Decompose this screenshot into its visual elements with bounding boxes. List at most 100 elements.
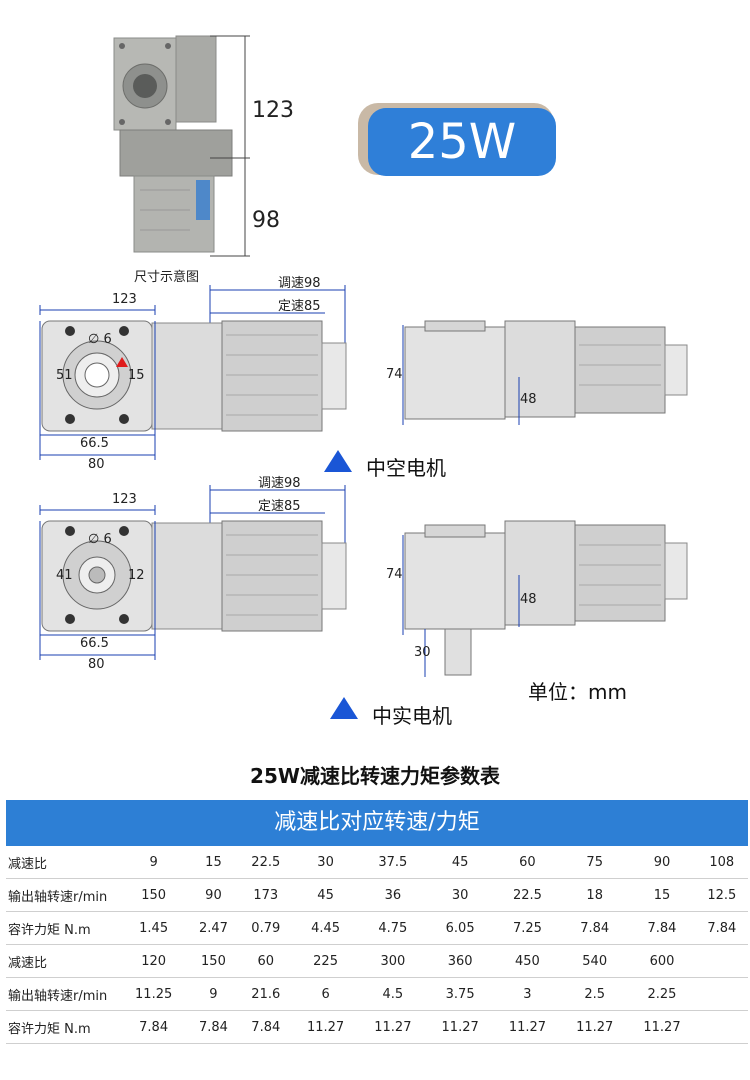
solid-marker-icon: [330, 697, 358, 719]
cell: 9: [187, 977, 240, 1011]
solid-adj98: 调速98: [258, 476, 301, 491]
row-label: 输出轴转速r/min: [6, 977, 120, 1011]
cell: 7.84: [695, 911, 748, 945]
table-row: 容许力矩 N.m 1.45 2.47 0.79 4.45 4.75 6.05 7…: [6, 911, 748, 945]
cell: 7.84: [187, 1010, 240, 1044]
cell: 60: [493, 846, 562, 879]
cell: 150: [187, 944, 240, 978]
cell: 75: [561, 846, 629, 879]
cell: 0.79: [239, 911, 292, 945]
cell: 90: [187, 878, 240, 912]
power-badge: 25W: [368, 108, 556, 176]
table-row: 输出轴转速r/min 150 90 173 45 36 30 22.5 18 1…: [6, 878, 748, 912]
cell: 120: [120, 944, 188, 978]
row-label: 容许力矩 N.m: [6, 911, 120, 945]
hollow-dim-80: 80: [88, 457, 105, 472]
solid-dim-left: 41: [56, 568, 73, 583]
cell: 21.6: [239, 977, 292, 1011]
cell: 60: [239, 944, 292, 978]
table-row: 容许力矩 N.m 7.84 7.84 7.84 11.27 11.27 11.2…: [6, 1010, 748, 1044]
cell: 540: [561, 944, 629, 978]
solid-phi6: ∅ 6: [88, 532, 112, 547]
cell: [695, 1010, 748, 1044]
cell: 7.84: [561, 911, 629, 945]
table-header: 减速比对应转速/力矩: [6, 800, 748, 846]
cell: 4.45: [291, 911, 360, 945]
cell: 300: [359, 944, 427, 978]
cell: 600: [628, 944, 696, 978]
solid-dim-665: 66.5: [80, 636, 109, 651]
cell: 36: [359, 878, 427, 912]
cell: 7.84: [120, 1010, 188, 1044]
solid-front-drawing: [39, 485, 347, 660]
cell: 45: [426, 846, 494, 879]
solid-dim-123: 123: [112, 492, 137, 507]
cell: 4.75: [359, 911, 427, 945]
cell: 2.47: [187, 911, 240, 945]
table-row: 减速比 120 150 60 225 300 360 450 540 600: [6, 944, 748, 978]
photo-caption: 尺寸示意图: [134, 270, 200, 285]
unit-label: 单位：mm: [528, 680, 627, 704]
hollow-dim-right: 15: [128, 368, 145, 383]
photo-dim-98: 98: [252, 208, 280, 233]
cell: 15: [187, 846, 240, 879]
hollow-side-48: 48: [520, 392, 537, 407]
hollow-adj98: 调速98: [278, 276, 321, 291]
cell: 30: [291, 846, 360, 879]
cell: 45: [291, 878, 360, 912]
solid-side-30: 30: [414, 645, 431, 660]
cell: 22.5: [493, 878, 562, 912]
cell: [695, 977, 748, 1011]
params-table: 减速比 9 15 22.5 30 37.5 45 60 75 90 108 输出…: [6, 846, 748, 1044]
hollow-dim-left: 51: [56, 368, 73, 383]
hollow-side-drawing: [402, 320, 688, 425]
photo-dim-123: 123: [252, 98, 294, 123]
cell: 9: [120, 846, 188, 879]
solid-side-48: 48: [520, 592, 537, 607]
cell: 90: [628, 846, 696, 879]
cell: 7.84: [239, 1010, 292, 1044]
hollow-side-74: 74: [386, 367, 403, 382]
cell: 18: [561, 878, 629, 912]
hollow-fix85: 定速85: [278, 299, 321, 314]
cell: 3: [493, 977, 562, 1011]
motor-photo: [113, 35, 250, 257]
cell: 108: [695, 846, 748, 879]
cell: 12.5: [695, 878, 748, 912]
hollow-dim-123: 123: [112, 292, 137, 307]
cell: 22.5: [239, 846, 292, 879]
row-label: 减速比: [6, 944, 120, 978]
hollow-front-drawing: [39, 285, 347, 460]
hollow-marker-icon: [324, 450, 352, 472]
cell: [695, 944, 748, 978]
cell: 360: [426, 944, 494, 978]
cell: 30: [426, 878, 494, 912]
table-title: 25W减速比转速力矩参数表: [250, 764, 500, 788]
table-row: 输出轴转速r/min 11.25 9 21.6 6 4.5 3.75 3 2.5…: [6, 977, 748, 1011]
hollow-label: 中空电机: [366, 456, 446, 480]
cell: 11.27: [426, 1010, 494, 1044]
hollow-phi6: ∅ 6: [88, 332, 112, 347]
cell: 450: [493, 944, 562, 978]
cell: 150: [120, 878, 188, 912]
cell: 15: [628, 878, 696, 912]
cell: 11.25: [120, 977, 188, 1011]
cell: 225: [291, 944, 360, 978]
cell: 2.5: [561, 977, 629, 1011]
cell: 1.45: [120, 911, 188, 945]
solid-dim-right: 12: [128, 568, 145, 583]
cell: 6: [291, 977, 360, 1011]
row-label: 容许力矩 N.m: [6, 1010, 120, 1044]
cell: 11.27: [561, 1010, 629, 1044]
cell: 11.27: [493, 1010, 562, 1044]
row-label: 输出轴转速r/min: [6, 878, 120, 912]
cell: 37.5: [359, 846, 427, 879]
cell: 7.84: [628, 911, 696, 945]
cell: 11.27: [628, 1010, 696, 1044]
cell: 11.27: [291, 1010, 360, 1044]
cell: 2.25: [628, 977, 696, 1011]
solid-side-drawing: [402, 520, 688, 677]
cell: 4.5: [359, 977, 427, 1011]
cell: 7.25: [493, 911, 562, 945]
hollow-dim-665: 66.5: [80, 436, 109, 451]
